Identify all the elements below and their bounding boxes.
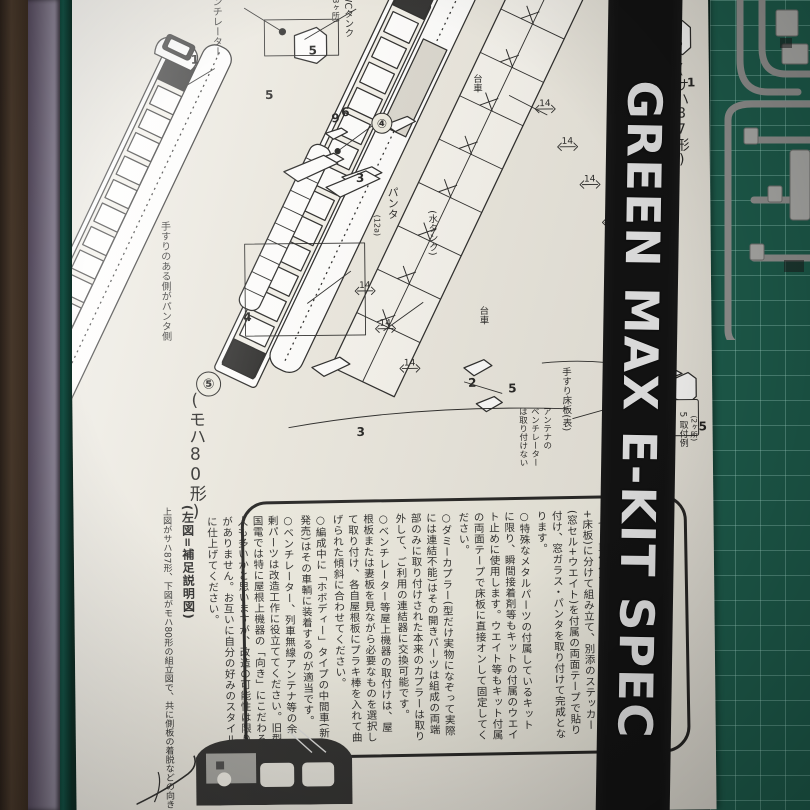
part-number-4: 4 bbox=[243, 310, 252, 325]
callout-pantograph: パンタ bbox=[386, 186, 400, 220]
part-number-5-c: 5 bbox=[264, 87, 274, 102]
cutting-mat bbox=[710, 0, 810, 810]
step-marker-5: ⑤ bbox=[195, 371, 222, 397]
notes-bullet-6: ○ベンチレーター、列車無線アンテナ等の余剰パーツは改造工作に役立ててください。旧… bbox=[205, 514, 298, 745]
bottom-train-photo bbox=[136, 726, 367, 806]
part-number-9: 9 bbox=[331, 111, 340, 126]
dimension-14-c: 14 bbox=[583, 174, 596, 185]
callout-wc-tank: WCタンク bbox=[342, 0, 354, 38]
callout-bogie-upper: 台車 bbox=[470, 73, 483, 93]
part-number-5-f: 5 bbox=[698, 419, 707, 434]
part-number-2-a: 2 bbox=[468, 375, 477, 390]
callout-ventilator-note: ベンチレーター bbox=[529, 407, 540, 467]
callout-floor-face: 手すり床板(表) bbox=[559, 366, 572, 432]
plastic-sprue bbox=[724, 0, 810, 340]
brand-spine: GREEN MAX E-KIT SPEC bbox=[595, 0, 683, 810]
callout-pantograph-code: (12a) bbox=[372, 214, 382, 237]
part-number-6: 6 bbox=[341, 105, 350, 120]
part-number-1-right: 1 bbox=[686, 75, 696, 90]
dimension-14-b: 14 bbox=[561, 136, 574, 147]
dimension-14-g: 14 bbox=[359, 280, 371, 291]
notes-bullet-4: ○ベンチレーター等屋上機器の取付けは、屋根板または妻板を見ながら必要なものを選択… bbox=[331, 513, 393, 743]
dimension-14-a: 14 bbox=[539, 98, 551, 110]
callout-ventilator-top: ベンチレーター bbox=[209, 0, 222, 57]
notes-subcaption-detail: 上図がサハ87形、下図がモハ80形の組立図で、共に側板の着脱などの向きに注意して… bbox=[160, 506, 176, 810]
notes-bullet-2: ○特殊なメタルパーツの付属しているキットに限り、瞬間接着剤等もキットの付属のウエ… bbox=[457, 510, 534, 741]
notes-subcaption-text: (左図=補足説明図) bbox=[180, 504, 196, 620]
part-number-3-b: 3 bbox=[356, 424, 366, 440]
step-marker-4: ④ bbox=[371, 112, 393, 134]
dimension-14-i: 14 bbox=[403, 358, 416, 369]
callout-three-places: (3ヶ所) bbox=[331, 0, 341, 23]
notes-bullet-3: ○ダミーカプラー(型だけ実物になぞって実際には連結不能)はその開きパーツは組成の… bbox=[394, 512, 456, 742]
callout-not-fitted: は取り付けない bbox=[517, 407, 528, 467]
part-number-5-a: 5 bbox=[308, 43, 318, 58]
part-number-1-top: 1 bbox=[190, 52, 200, 67]
instruction-sheet: (サハ87形) (モハ80形) ④ ⑤ ベンチレーター WCタンク (3ヶ所) … bbox=[68, 0, 717, 810]
callout-handrail-side: 手すりのある側がパンタ側 bbox=[158, 220, 171, 342]
part-number-3-a: 3 bbox=[355, 170, 365, 185]
part-number-5-e: 5 bbox=[508, 381, 517, 396]
table-edge-green bbox=[56, 0, 72, 810]
wood-edge bbox=[0, 0, 28, 810]
notes-subcaption: (左図=補足説明図) bbox=[179, 505, 197, 620]
dimension-14-h: 14 bbox=[379, 318, 391, 329]
label-moha80: (モハ80形) bbox=[184, 390, 207, 522]
callout-water-tank: (水タンク) bbox=[426, 210, 438, 256]
callout-antenna-note: アンテナの bbox=[541, 406, 552, 450]
notes-bullet-5: ○編成中に「ホボディー」タイプの中間車(新発売)はその車輌に装着するのが適当です… bbox=[299, 514, 331, 739]
brand-spine-text: GREEN MAX E-KIT SPEC bbox=[606, 79, 672, 741]
callout-bogie-lower: 台車 bbox=[477, 305, 489, 325]
